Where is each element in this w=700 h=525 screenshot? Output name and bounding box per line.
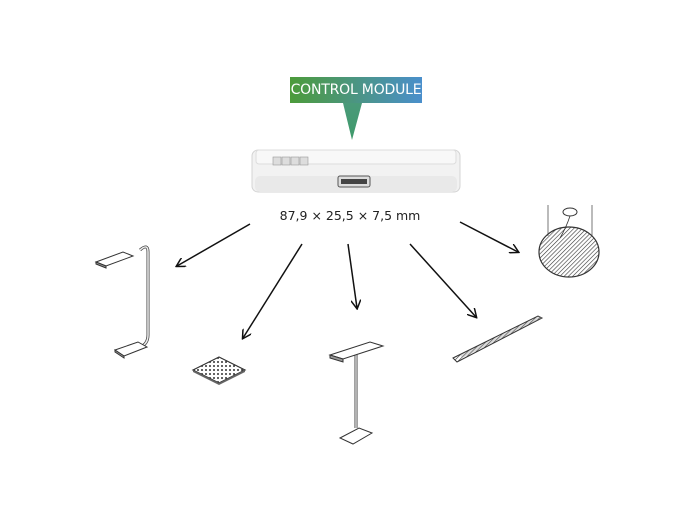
arrow-pendant [459, 221, 518, 252]
round-pendant [538, 205, 600, 278]
arrow-desk-lamp [177, 223, 251, 266]
label-callout [290, 77, 422, 140]
arrow-floor-lamp [347, 243, 357, 308]
square-panel [191, 356, 247, 385]
control-module-device [251, 149, 461, 193]
arrow-linear [409, 243, 476, 317]
floor-lamp [328, 341, 385, 445]
control-module-label: CONTROL MODULE [290, 82, 422, 98]
linear-luminaire [452, 315, 544, 363]
desk-lamp [94, 245, 150, 359]
dimensions-text: 87,9 × 25,5 × 7,5 mm [279, 208, 421, 223]
arrow-square-panel [243, 243, 303, 338]
arrows [177, 221, 518, 338]
